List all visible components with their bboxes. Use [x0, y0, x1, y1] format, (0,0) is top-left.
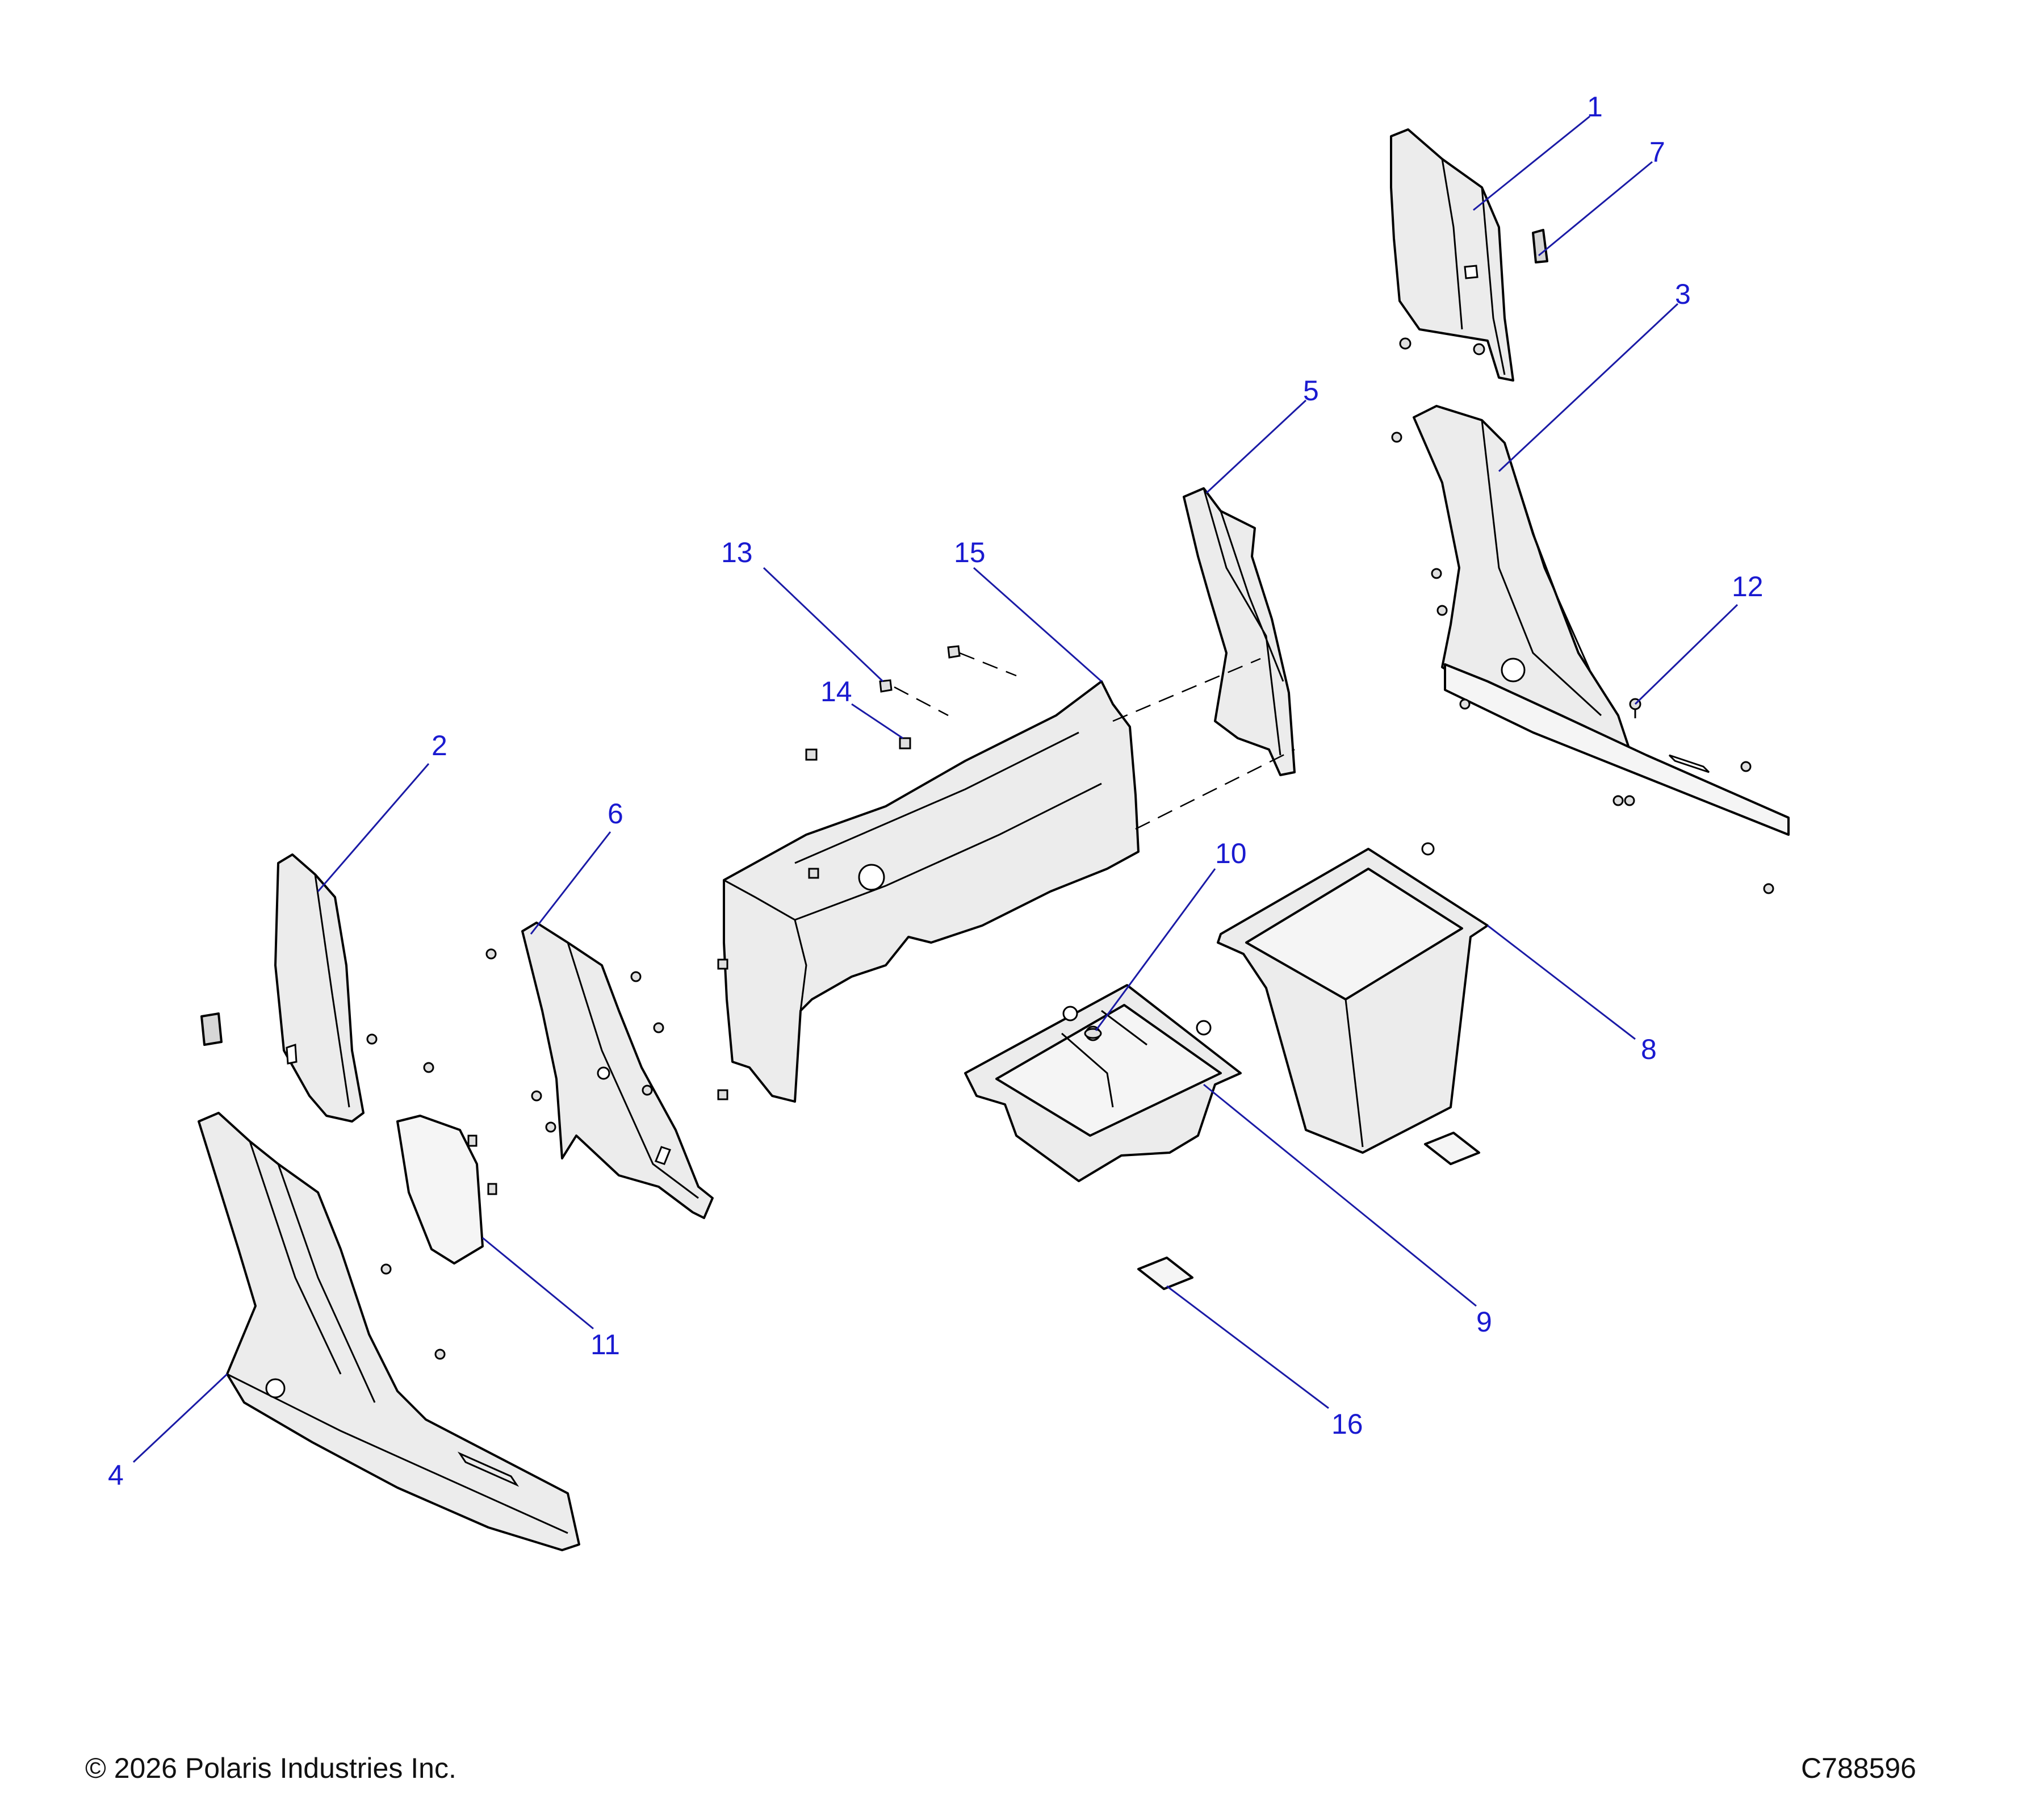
callout-5: 5 — [1303, 375, 1319, 407]
part-11-pad — [396, 1115, 497, 1265]
part-16-label — [1137, 1132, 1480, 1290]
copyright-text: © 2026 Polaris Industries Inc. — [85, 1752, 456, 1784]
callout-8: 8 — [1641, 1033, 1657, 1065]
callout-10: 10 — [1215, 838, 1247, 869]
callout-1: 1 — [1587, 91, 1603, 123]
part-7-clip — [1532, 229, 1548, 263]
callout-numbers: 1 7 3 5 12 13 15 14 2 6 10 8 9 11 16 4 — [108, 91, 1764, 1491]
drawing-number: C788596 — [1801, 1752, 1916, 1784]
part-7-clip-left — [200, 1012, 223, 1046]
part-6-left-center-panel — [485, 922, 714, 1219]
callout-4: 4 — [108, 1459, 124, 1491]
callout-16: 16 — [1331, 1408, 1363, 1440]
callout-15: 15 — [954, 537, 986, 568]
part-2-left-upper-panel — [274, 853, 434, 1123]
part-12-screw — [1629, 698, 1641, 718]
part-14-nut — [805, 737, 911, 761]
callout-3: 3 — [1675, 278, 1691, 310]
callout-14: 14 — [820, 676, 852, 707]
callout-13: 13 — [721, 537, 753, 568]
callout-6: 6 — [608, 798, 623, 830]
part-10-plug — [1084, 1028, 1102, 1039]
part-13-clip — [879, 645, 961, 693]
callout-9: 9 — [1476, 1306, 1492, 1338]
alignment-lines — [894, 652, 1295, 830]
part-9-storage-tray — [964, 984, 1242, 1182]
callout-11: 11 — [590, 1329, 620, 1360]
part-8-storage-bin — [1217, 842, 1489, 1154]
callout-7: 7 — [1649, 136, 1665, 168]
part-1-upper-right-panel — [1390, 128, 1514, 382]
callout-2: 2 — [432, 730, 447, 761]
part-15-rear-bulkhead — [717, 680, 1140, 1103]
part-3-right-side-panel — [1391, 405, 1790, 894]
leader-lines — [132, 115, 1739, 1463]
callout-12: 12 — [1732, 571, 1764, 602]
part-5-center-right-panel — [1183, 487, 1296, 776]
part-4-left-side-panel — [198, 1112, 580, 1551]
